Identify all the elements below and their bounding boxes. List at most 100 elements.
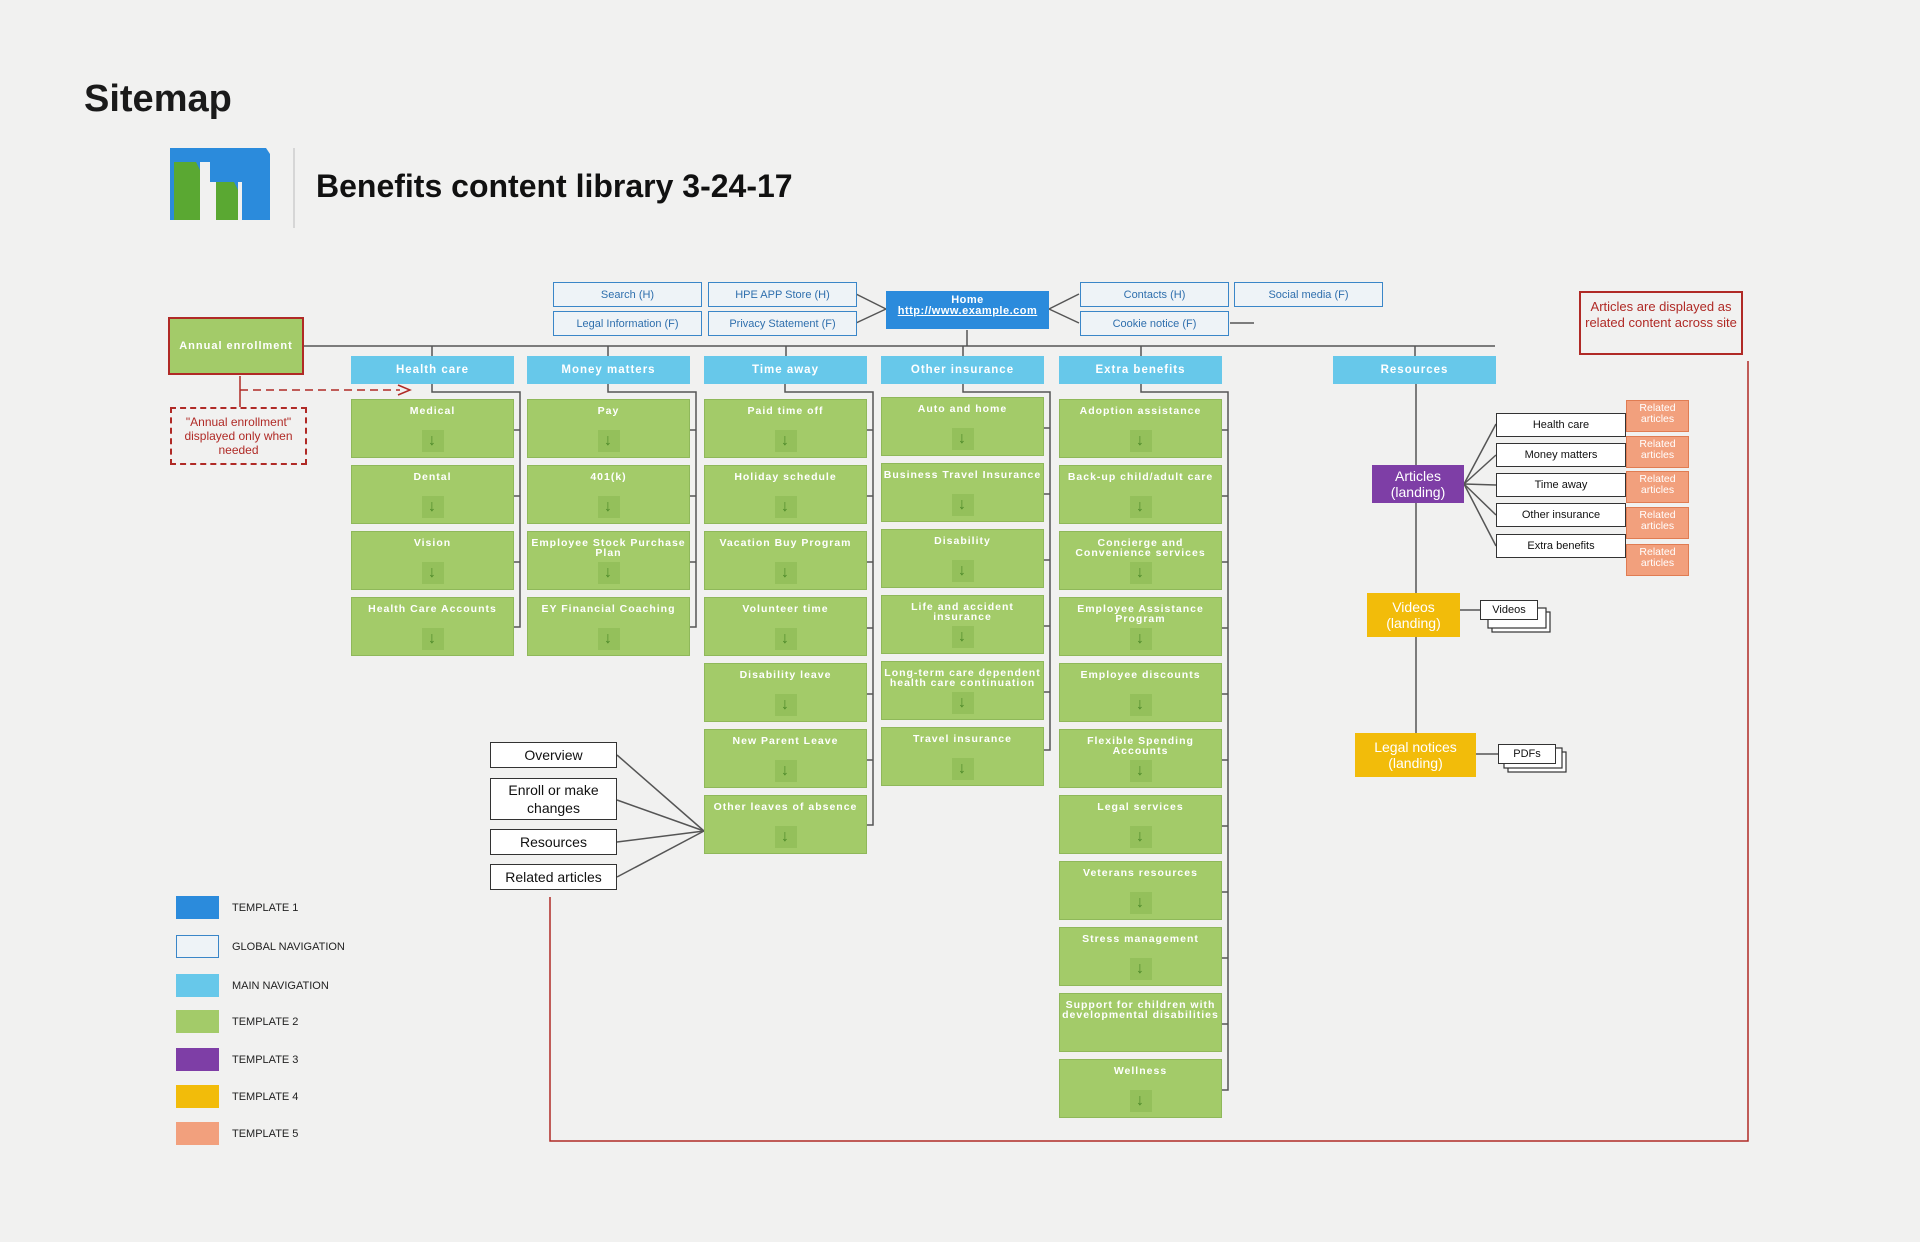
page-node-label: Concierge and Convenience services [1075, 537, 1206, 559]
global-nav-app-store[interactable]: HPE APP Store (H) [708, 282, 857, 307]
page-node-label: Employee Assistance Program [1077, 603, 1204, 625]
page-node[interactable]: Life and accident insurance↓ [881, 595, 1044, 654]
page-node[interactable]: New Parent Leave↓ [704, 729, 867, 788]
arrow-down-icon: ↓ [774, 496, 797, 518]
page-node-label: 401(k) [590, 471, 627, 483]
global-nav-cookie-notice[interactable]: Cookie notice (F) [1080, 311, 1229, 336]
page-node[interactable]: Other leaves of absence↓ [704, 795, 867, 854]
page-node[interactable]: Vision ↓ [351, 531, 514, 590]
page-node-label: Adoption assistance [1079, 405, 1202, 417]
videos-node[interactable]: Videos [1480, 600, 1538, 620]
legend-label: MAIN NAVIGATION [232, 980, 329, 992]
page-node[interactable]: Pay↓ [527, 399, 690, 458]
related-articles-node[interactable]: Related articles [1626, 436, 1689, 468]
page-node[interactable]: Auto and home↓ [881, 397, 1044, 456]
page-node-label: Employee discounts [1080, 669, 1201, 681]
arrow-down-icon: ↓ [421, 562, 444, 584]
page-node[interactable]: Holiday schedule↓ [704, 465, 867, 524]
global-nav-legal-information[interactable]: Legal Information (F) [553, 311, 702, 336]
page-node-label: Flexible Spending Accounts [1087, 735, 1194, 757]
page-node-label: Disability leave [739, 669, 832, 681]
page-node[interactable]: Medical↓ [351, 399, 514, 458]
main-nav-other-insurance[interactable]: Other insurance [881, 356, 1044, 384]
legend-label: GLOBAL NAVIGATION [232, 941, 345, 953]
page-part-enroll[interactable]: Enroll or make changes [490, 778, 617, 820]
page-node[interactable]: Employee Stock Purchase Plan↓ [527, 531, 690, 590]
page-node[interactable]: Long-term care dependent health care con… [881, 661, 1044, 720]
article-topic-health-care[interactable]: Health care [1496, 413, 1626, 437]
page-node[interactable]: Disability leave ↓ [704, 663, 867, 722]
page-node[interactable]: Stress management↓ [1059, 927, 1222, 986]
page-node[interactable]: Employee discounts↓ [1059, 663, 1222, 722]
videos-landing-node[interactable]: Videos (landing) [1367, 593, 1460, 637]
page-node-label: Stress management [1082, 933, 1199, 945]
related-articles-node[interactable]: Related articles [1626, 400, 1689, 432]
page-node[interactable]: Travel insurance↓ [881, 727, 1044, 786]
pdfs-node[interactable]: PDFs [1498, 744, 1556, 764]
global-nav-search[interactable]: Search (H) [553, 282, 702, 307]
articles-landing-node[interactable]: Articles (landing) [1372, 465, 1464, 503]
arrow-down-icon: ↓ [774, 694, 797, 716]
main-nav-money-matters[interactable]: Money matters [527, 356, 690, 384]
arrow-down-icon: ↓ [597, 562, 620, 584]
main-nav-resources[interactable]: Resources [1333, 356, 1496, 384]
page-node[interactable]: Veterans resources↓ [1059, 861, 1222, 920]
arrow-down-icon: ↓ [774, 826, 797, 848]
company-logo [170, 148, 270, 220]
page-part-overview[interactable]: Overview [490, 742, 617, 768]
page-node-label: Disability [934, 535, 991, 547]
home-node[interactable]: Home http://www.example.com [886, 291, 1049, 329]
legend-label: TEMPLATE 4 [232, 1091, 299, 1103]
main-nav-extra-benefits[interactable]: Extra benefits [1059, 356, 1222, 384]
article-topic-other-insurance[interactable]: Other insurance [1496, 503, 1626, 527]
legend-label: TEMPLATE 1 [232, 902, 299, 914]
page-node[interactable]: Disability↓ [881, 529, 1044, 588]
page-node[interactable]: EY Financial Coaching↓ [527, 597, 690, 656]
article-topic-money-matters[interactable]: Money matters [1496, 443, 1626, 467]
legend-label: TEMPLATE 3 [232, 1054, 299, 1066]
page-part-resources[interactable]: Resources [490, 829, 617, 855]
article-topic-extra-benefits[interactable]: Extra benefits [1496, 534, 1626, 558]
page-node-label: Pay [597, 405, 620, 417]
page-node-label: Vision [413, 537, 452, 549]
legend-label: TEMPLATE 2 [232, 1016, 299, 1028]
page-node[interactable]: 401(k)↓ [527, 465, 690, 524]
page-node[interactable]: Back-up child/adult care↓ [1059, 465, 1222, 524]
global-nav-social-media[interactable]: Social media (F) [1234, 282, 1383, 307]
annual-enrollment-node[interactable]: Annual enrollment [168, 317, 304, 375]
page-node[interactable]: Employee Assistance Program↓ [1059, 597, 1222, 656]
article-topic-time-away[interactable]: Time away [1496, 473, 1626, 497]
main-nav-health-care[interactable]: Health care [351, 356, 514, 384]
annual-enrollment-note: "Annual enrollment" displayed only when … [170, 407, 307, 465]
arrow-down-icon: ↓ [1129, 430, 1152, 452]
page-node-label: Dental [413, 471, 452, 483]
page-node[interactable]: Wellness↓ [1059, 1059, 1222, 1118]
page-node[interactable]: Support for children with developmental … [1059, 993, 1222, 1052]
page-node[interactable]: Vacation Buy Program↓ [704, 531, 867, 590]
home-url-link[interactable]: http://www.example.com [897, 305, 1038, 317]
page-part-related-articles[interactable]: Related articles [490, 864, 617, 890]
page-node[interactable]: Legal services↓ [1059, 795, 1222, 854]
page-node-label: New Parent Leave [732, 735, 839, 747]
page-node-label: Support for children with developmental … [1062, 999, 1219, 1021]
arrow-down-icon: ↓ [1129, 1090, 1152, 1112]
page-node-label: Volunteer time [742, 603, 829, 615]
document-title: Benefits content library 3-24-17 [316, 168, 793, 204]
arrow-down-icon: ↓ [1129, 892, 1152, 914]
arrow-down-icon: ↓ [774, 628, 797, 650]
page-node[interactable]: Adoption assistance ↓ [1059, 399, 1222, 458]
related-articles-node[interactable]: Related articles [1626, 507, 1689, 539]
related-articles-node[interactable]: Related articles [1626, 544, 1689, 576]
page-node[interactable]: Dental↓ [351, 465, 514, 524]
related-articles-node[interactable]: Related articles [1626, 471, 1689, 503]
page-node[interactable]: Business Travel Insurance↓ [881, 463, 1044, 522]
main-nav-time-away[interactable]: Time away [704, 356, 867, 384]
page-node[interactable]: Concierge and Convenience services↓ [1059, 531, 1222, 590]
global-nav-contacts[interactable]: Contacts (H) [1080, 282, 1229, 307]
legal-notices-landing-node[interactable]: Legal notices (landing) [1355, 733, 1476, 777]
page-node[interactable]: Flexible Spending Accounts↓ [1059, 729, 1222, 788]
page-node[interactable]: Volunteer time ↓ [704, 597, 867, 656]
page-node[interactable]: Paid time off↓ [704, 399, 867, 458]
page-node[interactable]: Health Care Accounts↓ [351, 597, 514, 656]
global-nav-privacy-statement[interactable]: Privacy Statement (F) [708, 311, 857, 336]
